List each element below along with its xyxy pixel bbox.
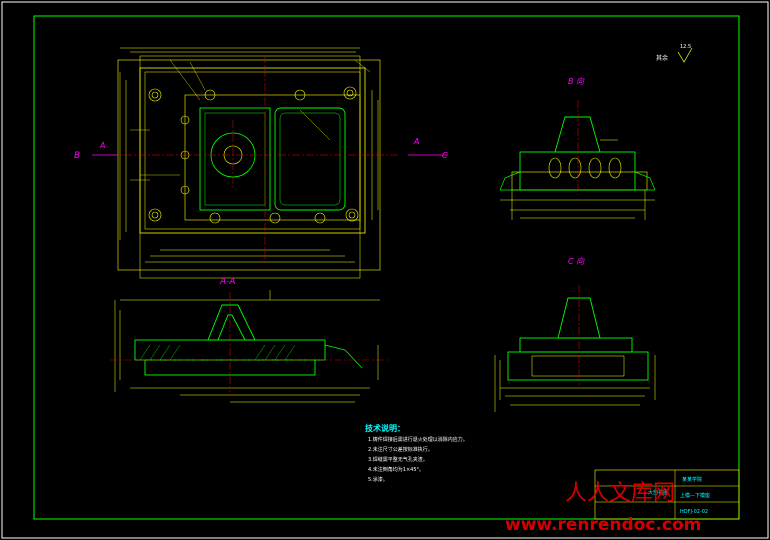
- note-item: 5.涂漆。: [368, 476, 388, 483]
- view-b: B 向: [499, 77, 656, 220]
- note-item: 1.铸件焊接后需进行退火处理以消除内应力。: [368, 436, 468, 443]
- drawing-frame: [33, 15, 740, 520]
- section-label-a-right: A: [413, 137, 419, 146]
- view-c: C 向: [494, 257, 656, 412]
- title-block-part-name: 上模—下模座: [680, 492, 710, 499]
- title-block: 大剖视图 某某学院 上模—下模座 HDFJ-02-02: [594, 469, 740, 520]
- watermark: 人人文库网 www.renrendoc.com: [505, 481, 701, 535]
- section-aa-label: A-A: [219, 277, 236, 287]
- section-label-b: B: [74, 151, 80, 161]
- title-block-drawing-no: HDFJ-02-02: [680, 509, 708, 515]
- note-item: 4.未注倒角均为1×45°。: [368, 466, 424, 473]
- watermark-url: www.renrendoc.com: [505, 515, 701, 535]
- title-block-drawing-name: 大剖视图: [648, 489, 668, 496]
- section-aa: A-A: [110, 277, 390, 403]
- roughness-value: 12.5: [680, 44, 691, 50]
- section-label-a-left: A: [99, 141, 105, 150]
- roughness-label: 其余: [656, 54, 668, 62]
- title-block-school: 某某学院: [682, 476, 702, 483]
- roughness-symbol: 12.5 其余: [656, 44, 693, 63]
- view-c-label: C 向: [568, 257, 585, 266]
- note-item: 3.焊缝需平整无气孔夹渣。: [368, 456, 428, 463]
- plan-view: B A A C: [74, 47, 448, 279]
- note-item: 2.未注尺寸公差按标准执行。: [368, 446, 433, 453]
- technical-notes: 技术说明： 1.铸件焊接后需进行退火处理以消除内应力。 2.未注尺寸公差按标准执…: [365, 423, 468, 483]
- section-label-c: C: [442, 151, 448, 160]
- view-b-label: B 向: [568, 77, 585, 86]
- watermark-cn: 人人文库网: [565, 481, 675, 506]
- notes-title: 技术说明：: [365, 423, 405, 433]
